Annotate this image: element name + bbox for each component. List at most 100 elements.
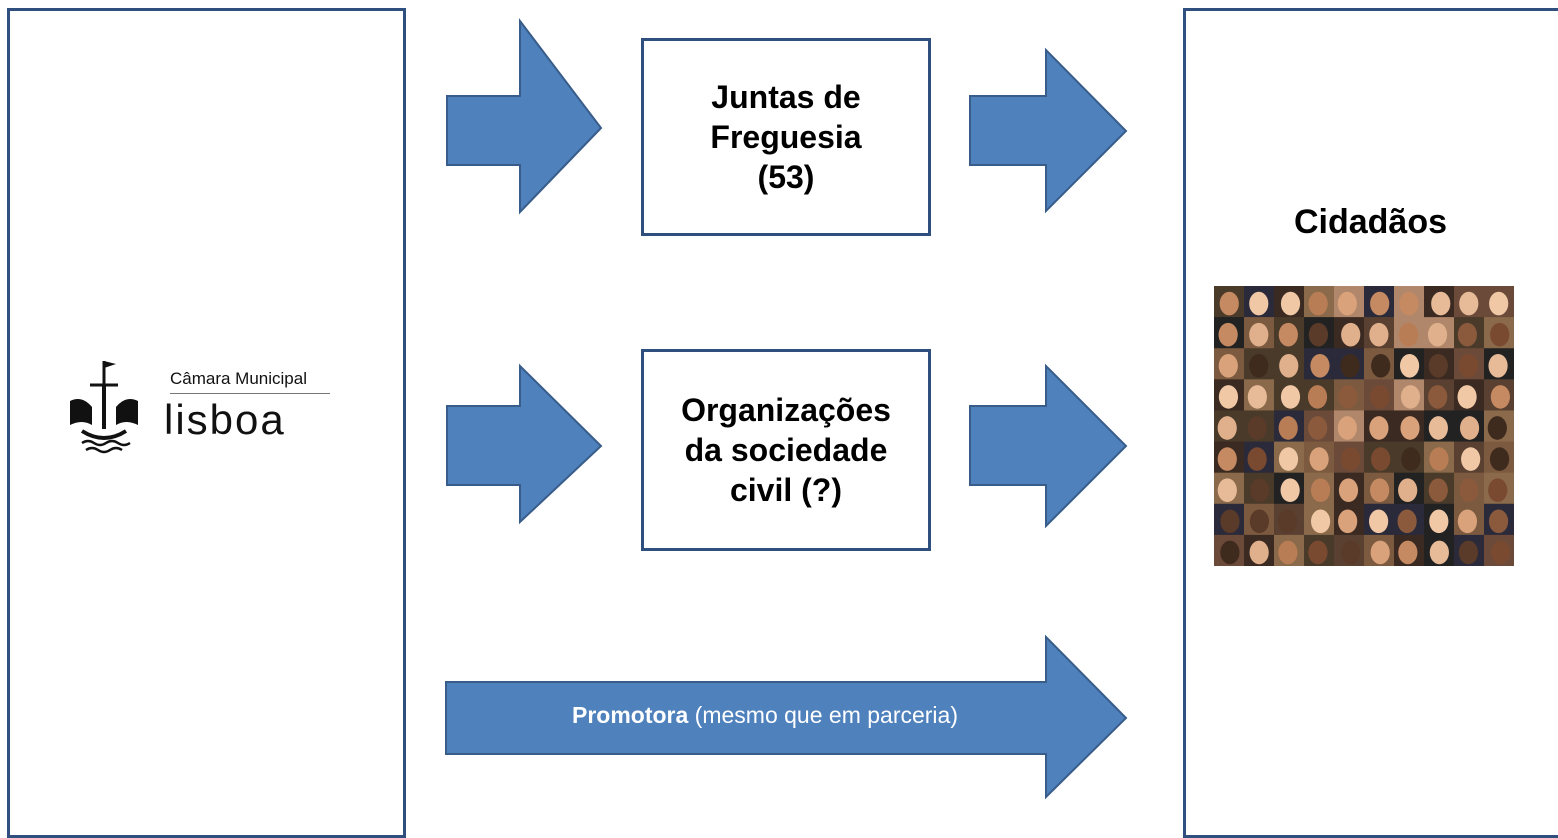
mosaic-face <box>1219 291 1239 316</box>
mosaic-face <box>1399 291 1419 316</box>
mosaic-face <box>1400 385 1421 409</box>
arrow-promotora <box>445 634 1128 800</box>
mosaic-face <box>1371 447 1391 471</box>
mosaic-face <box>1280 291 1301 316</box>
mosaic-face <box>1370 385 1390 409</box>
mosaic-face <box>1220 540 1240 565</box>
mosaic-face <box>1428 385 1448 409</box>
mosaic-face <box>1459 478 1479 503</box>
mosaic-face <box>1428 353 1448 378</box>
mosaic-face <box>1310 509 1331 534</box>
mosaic-face <box>1399 322 1419 347</box>
mosaic-face <box>1249 509 1269 534</box>
mosaic-face <box>1338 509 1358 534</box>
mosaic-face <box>1428 416 1448 440</box>
mosaic-face <box>1459 416 1480 440</box>
mosaic-face <box>1369 322 1389 347</box>
mosaic-face <box>1370 540 1390 565</box>
mosaic-face <box>1457 322 1477 347</box>
logo-lisboa: lisboa <box>164 396 286 443</box>
mosaic-face <box>1340 447 1361 471</box>
mosaic-face <box>1280 385 1301 409</box>
mosaic-face <box>1338 478 1359 503</box>
logo-divider <box>170 393 330 394</box>
mosaic-face <box>1341 540 1361 565</box>
mosaic-face <box>1220 509 1240 534</box>
caravel-emblem-icon <box>70 361 138 454</box>
mosaic-face <box>1487 416 1507 440</box>
promotora-rest: (mesmo que em parceria) <box>688 702 958 728</box>
mosaic-face <box>1428 478 1448 503</box>
mosaic-face <box>1218 322 1238 347</box>
mosaic-face <box>1369 509 1389 534</box>
lisboa-logo: Câmara Municipal lisboa <box>52 355 344 455</box>
mosaic-face <box>1490 322 1510 347</box>
mosaic-face <box>1307 385 1328 409</box>
mosaic-face <box>1249 322 1269 347</box>
arrow-to-orgs <box>446 363 603 525</box>
mosaic-face <box>1371 353 1391 378</box>
mosaic-face <box>1278 447 1299 471</box>
mosaic-face <box>1249 540 1269 565</box>
mosaic-face <box>1218 353 1238 378</box>
mosaic-face <box>1457 385 1477 409</box>
mosaic-face <box>1310 353 1330 378</box>
mosaic-face <box>1341 322 1361 347</box>
mosaic-face <box>1401 447 1421 471</box>
mosaic-face <box>1491 540 1511 565</box>
mosaic-face <box>1369 416 1389 440</box>
mosaic-face <box>1489 447 1510 471</box>
mosaic-face <box>1397 509 1417 534</box>
mosaic-face <box>1458 353 1479 378</box>
mosaic-face <box>1429 509 1449 534</box>
mosaic-face <box>1249 291 1269 316</box>
mosaic-face <box>1370 291 1390 316</box>
mosaic-face <box>1488 353 1508 378</box>
mosaic-face <box>1458 540 1479 565</box>
mosaic-face <box>1338 385 1358 409</box>
mosaic-face <box>1490 385 1510 409</box>
mosaic-face <box>1278 322 1298 347</box>
citizens-title: Cidadãos <box>1293 203 1448 241</box>
mosaic-face <box>1459 291 1479 316</box>
mosaic-face <box>1398 478 1418 503</box>
mosaic-face <box>1280 478 1300 503</box>
mosaic-face <box>1278 509 1298 534</box>
mosaic-face <box>1431 291 1451 316</box>
mosaic-face <box>1340 353 1360 378</box>
logo-camara-municipal: Câmara Municipal <box>170 369 307 388</box>
mosaic-face <box>1217 416 1237 440</box>
mosaic-face <box>1218 385 1239 409</box>
mosaic-face <box>1461 447 1481 471</box>
orgs-label: Organizações da sociedade civil (?) <box>681 392 891 508</box>
mosaic-face <box>1400 416 1420 440</box>
mosaic-face <box>1399 353 1420 378</box>
mosaic-face <box>1309 447 1329 471</box>
mosaic-face <box>1247 416 1267 440</box>
mosaic-face <box>1457 509 1478 534</box>
mosaic-face <box>1247 385 1267 409</box>
mosaic-face <box>1429 540 1449 565</box>
mosaic-face <box>1429 447 1449 471</box>
mosaic-face <box>1247 447 1267 471</box>
mosaic-face <box>1310 478 1331 503</box>
mosaic-face <box>1278 416 1298 440</box>
arrow-from-juntas <box>969 47 1128 214</box>
mosaic-face <box>1217 447 1237 471</box>
mosaic-face <box>1250 478 1270 503</box>
mosaic-face <box>1488 478 1508 503</box>
mosaic-face <box>1278 540 1298 565</box>
mosaic-face <box>1427 322 1448 347</box>
mosaic-face <box>1489 291 1509 316</box>
mosaic-face <box>1308 322 1329 347</box>
promotora-label: Promotora (mesmo que em parceria) <box>445 700 1085 730</box>
promotora-bold: Promotora <box>572 702 689 728</box>
juntas-label: Juntas de Freguesia (53) <box>710 79 862 195</box>
mosaic-face <box>1249 353 1269 378</box>
mosaic-face <box>1337 416 1357 440</box>
juntas-de-freguesia-box: Juntas de Freguesia (53) <box>641 38 931 236</box>
mosaic-face <box>1398 540 1418 565</box>
mosaic-face <box>1308 291 1328 316</box>
faces-mosaic-image <box>1214 286 1514 566</box>
